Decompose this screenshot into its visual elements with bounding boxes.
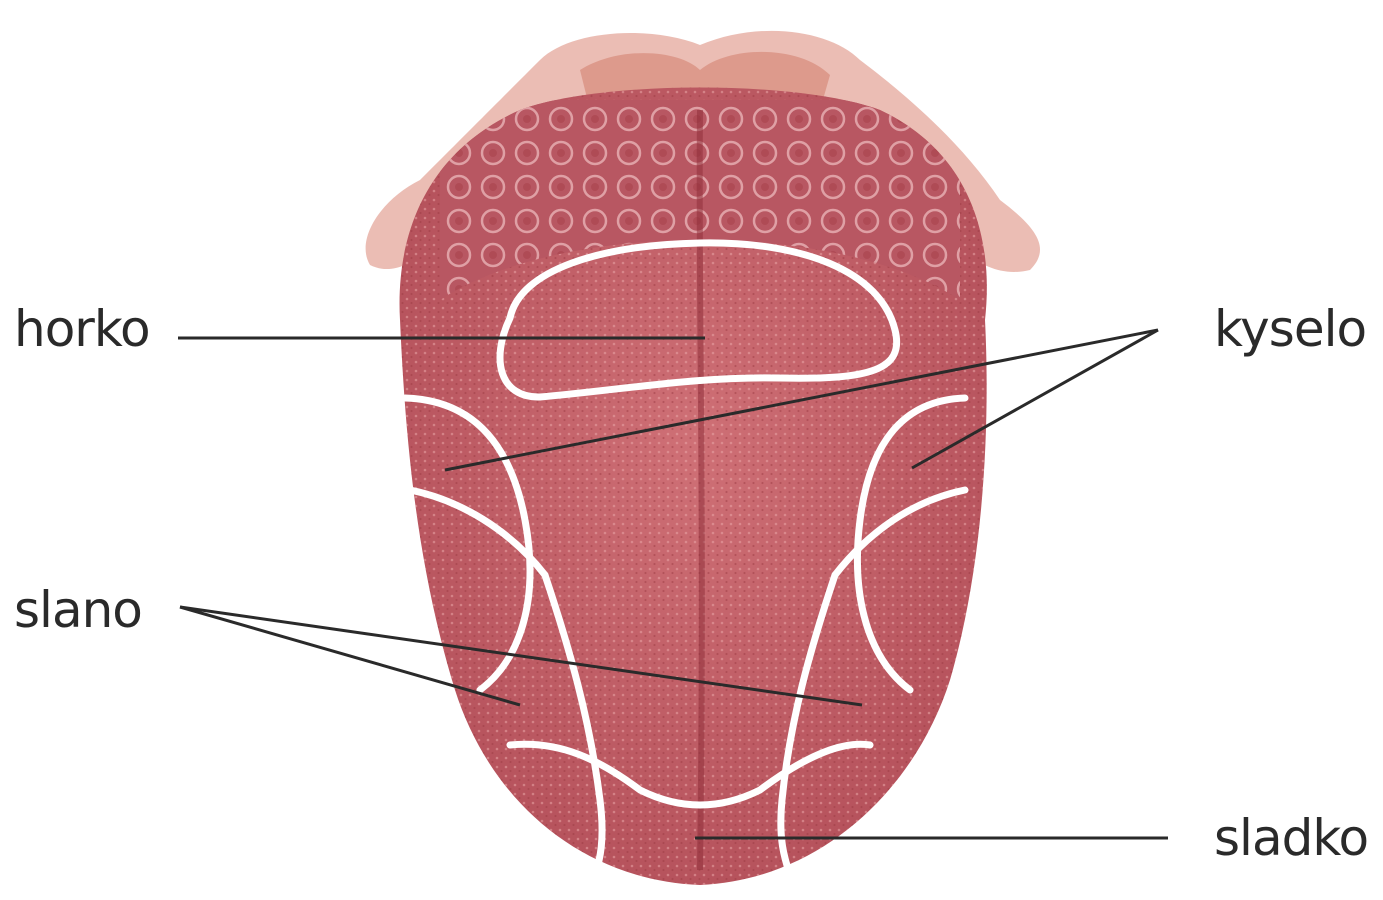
bitter-label: horko [14,304,150,354]
sweet-label: sladko [1214,813,1368,863]
tongue-body [380,80,1020,895]
salty-label: slano [14,585,142,635]
sour-label: kyselo [1214,304,1366,354]
